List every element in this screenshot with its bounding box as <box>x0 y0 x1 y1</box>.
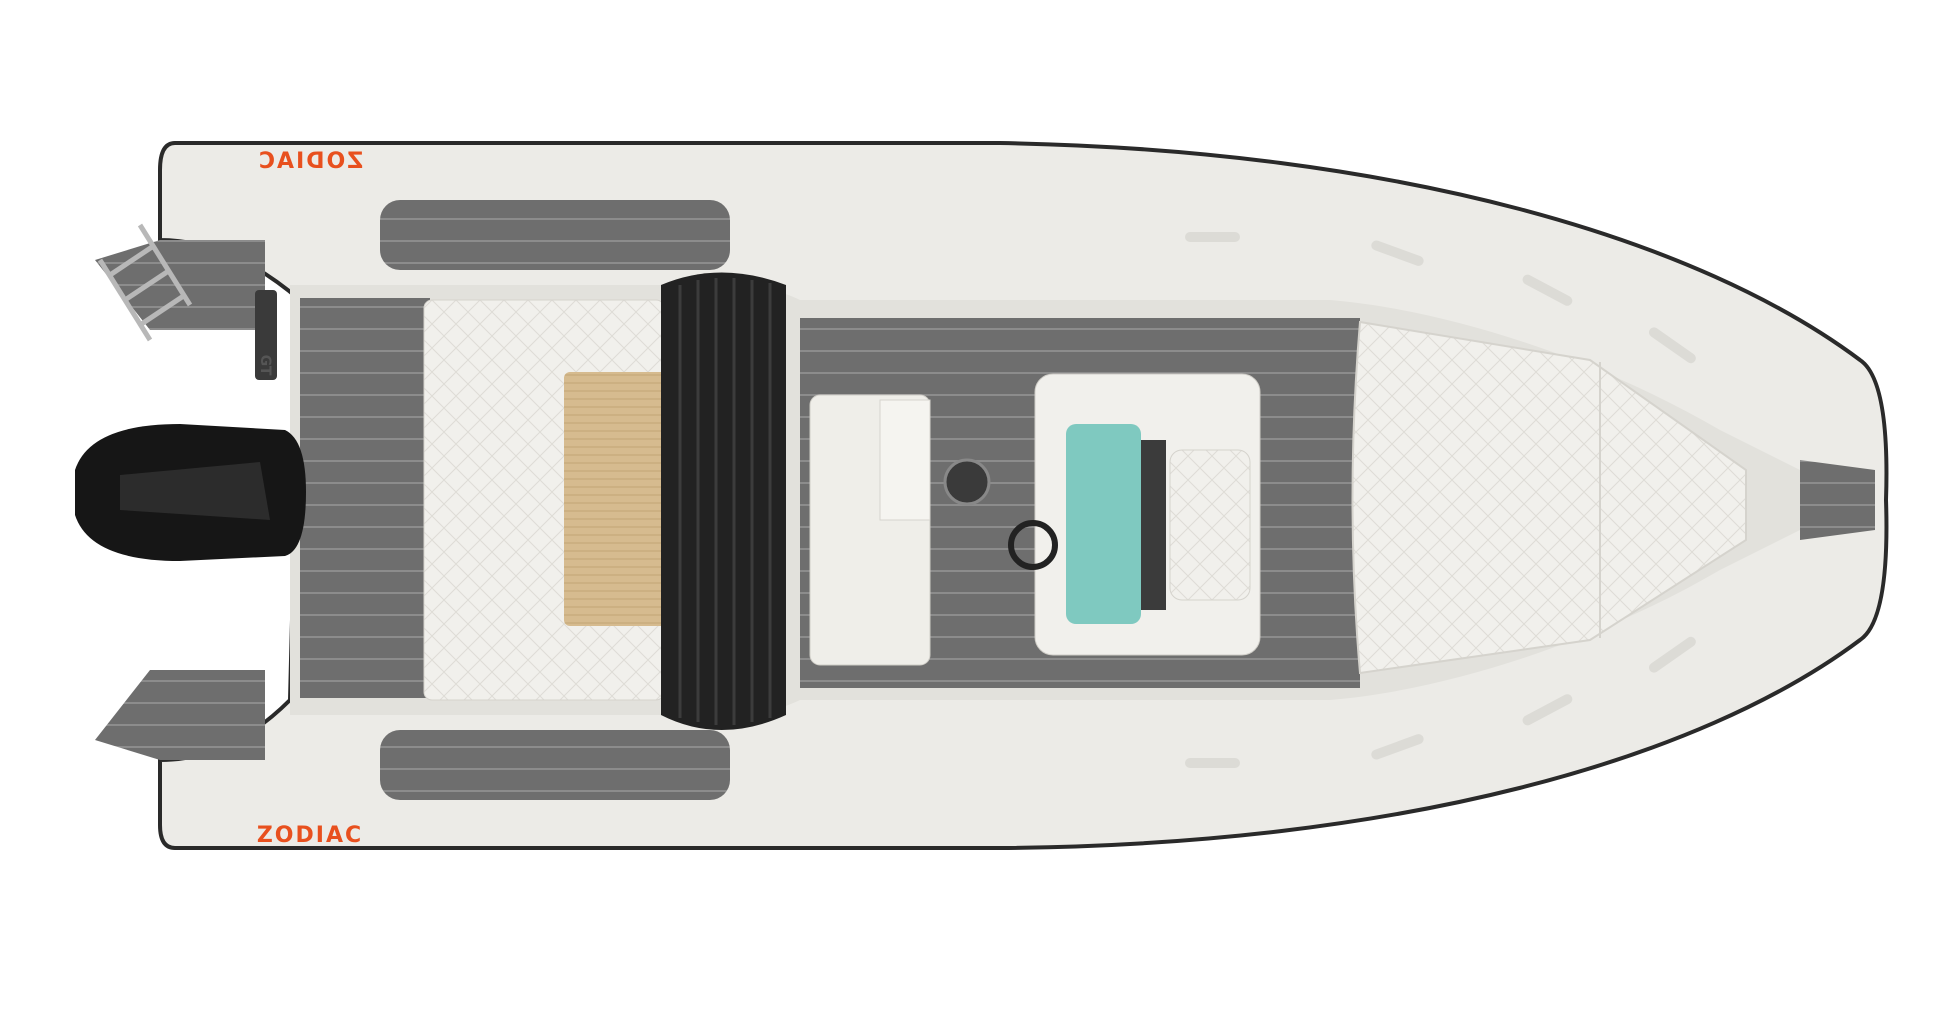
boarding-ladder <box>97 223 193 342</box>
steering-wheel <box>1008 520 1058 570</box>
deck-starboard-step <box>95 670 265 760</box>
cup-holder <box>943 458 991 506</box>
deck-side-starboard <box>380 730 730 800</box>
tube-handles <box>1185 232 1696 768</box>
t-top-arch <box>661 272 786 730</box>
console-seat <box>1169 449 1251 601</box>
deck-aft <box>300 298 430 698</box>
deck-side-port <box>380 200 730 270</box>
deck-bow-tip <box>1800 460 1875 540</box>
sundeck-table <box>564 372 680 626</box>
zodiac-logo-starboard: ZODIAC <box>257 823 363 848</box>
gt-badge <box>255 290 277 380</box>
zodiac-logo-port: ZODIAC <box>257 149 363 174</box>
bow-sunpad <box>1351 320 1747 675</box>
console-dashboard <box>1066 424 1141 624</box>
svg-text:GT: GT <box>257 355 273 376</box>
